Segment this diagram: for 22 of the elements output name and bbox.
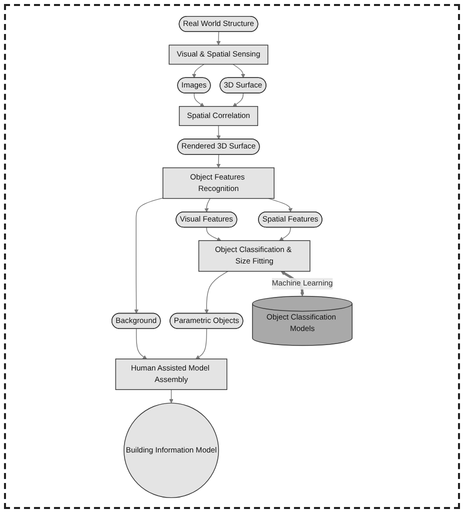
arrow [268, 198, 292, 212]
arrow [192, 63, 204, 78]
node-box [115, 358, 228, 390]
node-box [178, 106, 258, 126]
arrow [136, 328, 148, 359]
arrow [204, 198, 210, 212]
node-box [162, 166, 274, 198]
arrow [196, 328, 208, 359]
arrow [216, 154, 221, 168]
node-circle [124, 402, 219, 498]
arrow [134, 197, 164, 314]
arrow [169, 388, 174, 403]
node-box [198, 240, 310, 272]
arrow [279, 226, 291, 240]
arrow [206, 226, 222, 240]
arrow [232, 92, 244, 106]
arrow [194, 92, 204, 106]
arrow [232, 63, 246, 78]
arrow [204, 270, 228, 314]
arrow [216, 31, 221, 45]
arrow [216, 124, 221, 139]
node-box [168, 44, 268, 64]
